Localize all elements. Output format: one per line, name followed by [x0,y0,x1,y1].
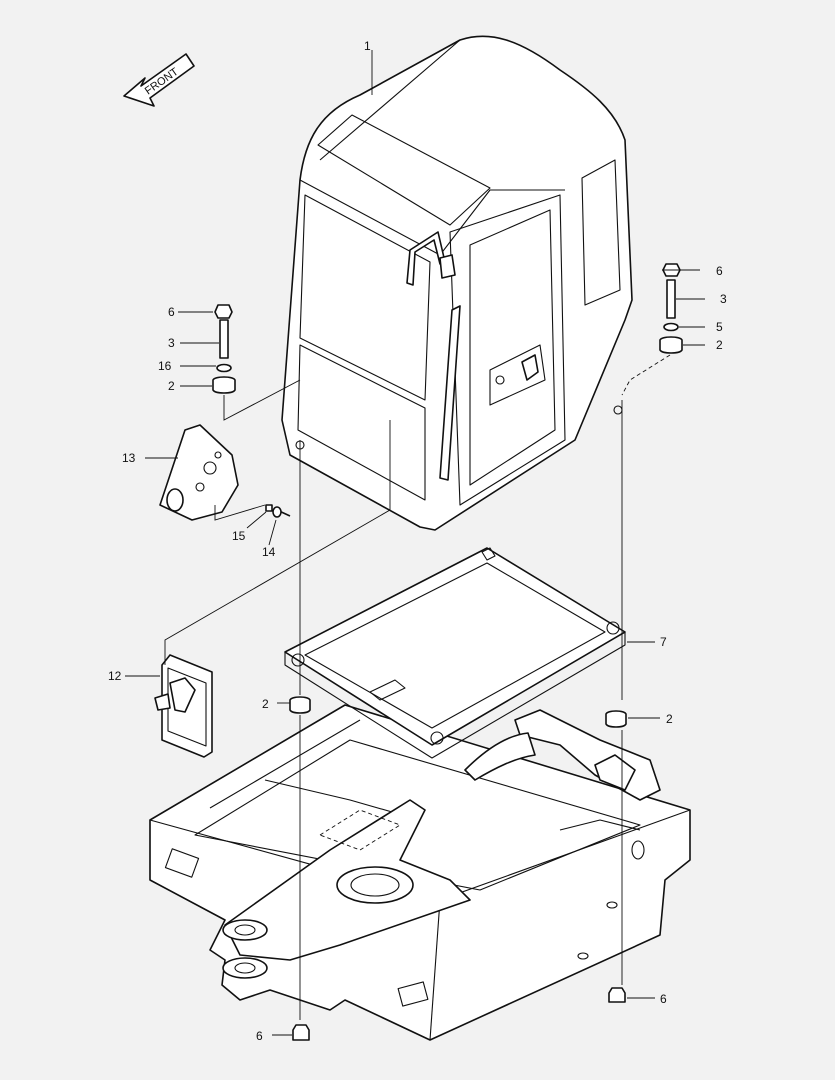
assembly-leader-lines [125,50,705,1036]
left-mount-stack [212,304,236,394]
callout-labels: 1 6 3 16 2 6 3 5 2 13 15 14 7 12 2 2 6 6 [108,39,727,1043]
callout-3-left: 3 [168,336,175,350]
callout-16: 16 [158,359,172,373]
right-mount-stack [659,263,683,354]
lower-mount-rubbers [289,696,627,1041]
callout-5: 5 [716,320,723,334]
callout-2-lower-left: 2 [262,697,269,711]
callout-14: 14 [262,545,276,559]
callout-2-lower-right: 2 [666,712,673,726]
callout-7: 7 [660,635,667,649]
callout-15: 15 [232,529,246,543]
front-direction-arrow: FRONT [123,53,195,107]
callout-1: 1 [364,39,371,53]
mirror-part-12 [154,654,213,758]
callout-6-lower-right: 6 [660,992,667,1006]
callout-2-right: 2 [716,338,723,352]
upper-frame-assembly [149,704,691,1041]
callout-3-right: 3 [720,292,727,306]
side-panel-part-13 [159,424,291,521]
callout-2-left: 2 [168,379,175,393]
callout-13: 13 [122,451,136,465]
callout-6-right: 6 [716,264,723,278]
floor-plate-part-7 [284,547,626,759]
cab-part-1 [281,35,633,531]
callout-12: 12 [108,669,122,683]
callout-6-left: 6 [168,305,175,319]
callout-6-lower-left: 6 [256,1029,263,1043]
